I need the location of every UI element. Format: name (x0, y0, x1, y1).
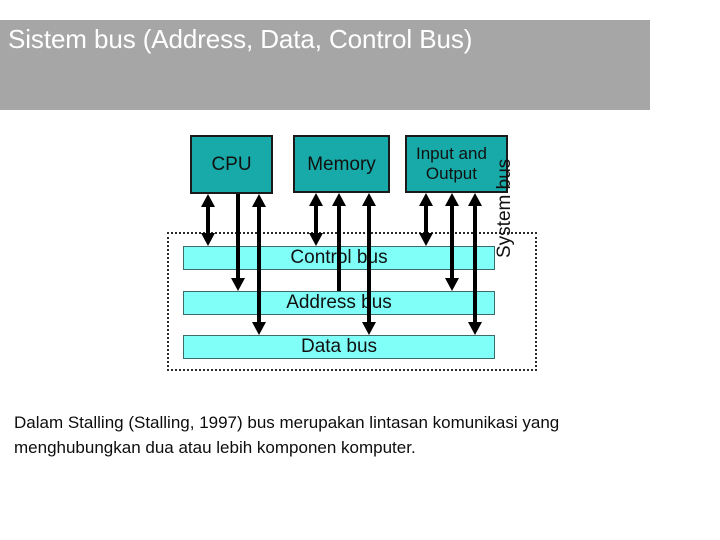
unit-label-memory: Memory (307, 153, 376, 175)
system-bus-diagram: CPU Memory Input and Output Control bus … (167, 135, 537, 371)
slide-title-band: Sistem bus (Address, Data, Control Bus) (0, 20, 650, 110)
unit-box-cpu: CPU (190, 135, 273, 194)
arrow-memory-address-up (331, 193, 347, 291)
arrowhead-down-icon (362, 322, 376, 335)
arrow-io-address-bidirectional (444, 193, 460, 291)
arrowhead-down-icon (252, 322, 266, 335)
arrowhead-up-icon (201, 194, 215, 207)
bus-label-address: Address bus (286, 292, 392, 313)
arrow-io-control-bidirectional (418, 193, 434, 246)
arrow-cpu-address-down (230, 194, 246, 291)
arrow-shaft (337, 203, 341, 291)
arrowhead-up-icon (309, 193, 323, 206)
system-bus-label: System bus (494, 158, 515, 258)
arrow-cpu-data-bidirectional (251, 194, 267, 335)
arrowhead-up-icon (419, 193, 433, 206)
unit-label-cpu: CPU (211, 154, 252, 175)
arrowhead-down-icon (309, 233, 323, 246)
bus-bar-address: Address bus (183, 291, 495, 315)
arrowhead-up-icon (332, 193, 346, 206)
arrowhead-up-icon (362, 193, 376, 206)
arrowhead-down-icon (231, 278, 245, 291)
arrowhead-up-icon (468, 193, 482, 206)
system-bus-frame (167, 232, 537, 371)
arrow-memory-control-bidirectional (308, 193, 324, 246)
arrowhead-down-icon (445, 278, 459, 291)
bus-bar-data: Data bus (183, 335, 495, 359)
arrow-shaft (367, 203, 371, 325)
arrow-shaft (473, 203, 477, 325)
arrow-shaft (236, 194, 240, 281)
arrowhead-up-icon (445, 193, 459, 206)
unit-label-input-output: Input and Output (416, 144, 487, 183)
page-title: Sistem bus (Address, Data, Control Bus) (8, 24, 473, 54)
arrowhead-down-icon (468, 322, 482, 335)
arrow-memory-data-bidirectional (361, 193, 377, 335)
body-paragraph: Dalam Stalling (Stalling, 1997) bus meru… (14, 413, 560, 457)
unit-box-input-output: Input and Output (405, 135, 508, 193)
arrow-shaft (257, 204, 261, 325)
arrowhead-up-icon (252, 194, 266, 207)
bus-label-data: Data bus (300, 336, 378, 357)
unit-box-memory: Memory (293, 135, 390, 193)
arrow-io-data-bidirectional (467, 193, 483, 335)
arrowhead-down-icon (419, 233, 433, 246)
arrow-cpu-control-bidirectional (200, 194, 216, 246)
arrowhead-down-icon (201, 233, 215, 246)
arrow-shaft (450, 203, 454, 281)
arrow-shaft (206, 204, 210, 236)
arrow-shaft (314, 203, 318, 236)
arrow-shaft (424, 203, 428, 236)
